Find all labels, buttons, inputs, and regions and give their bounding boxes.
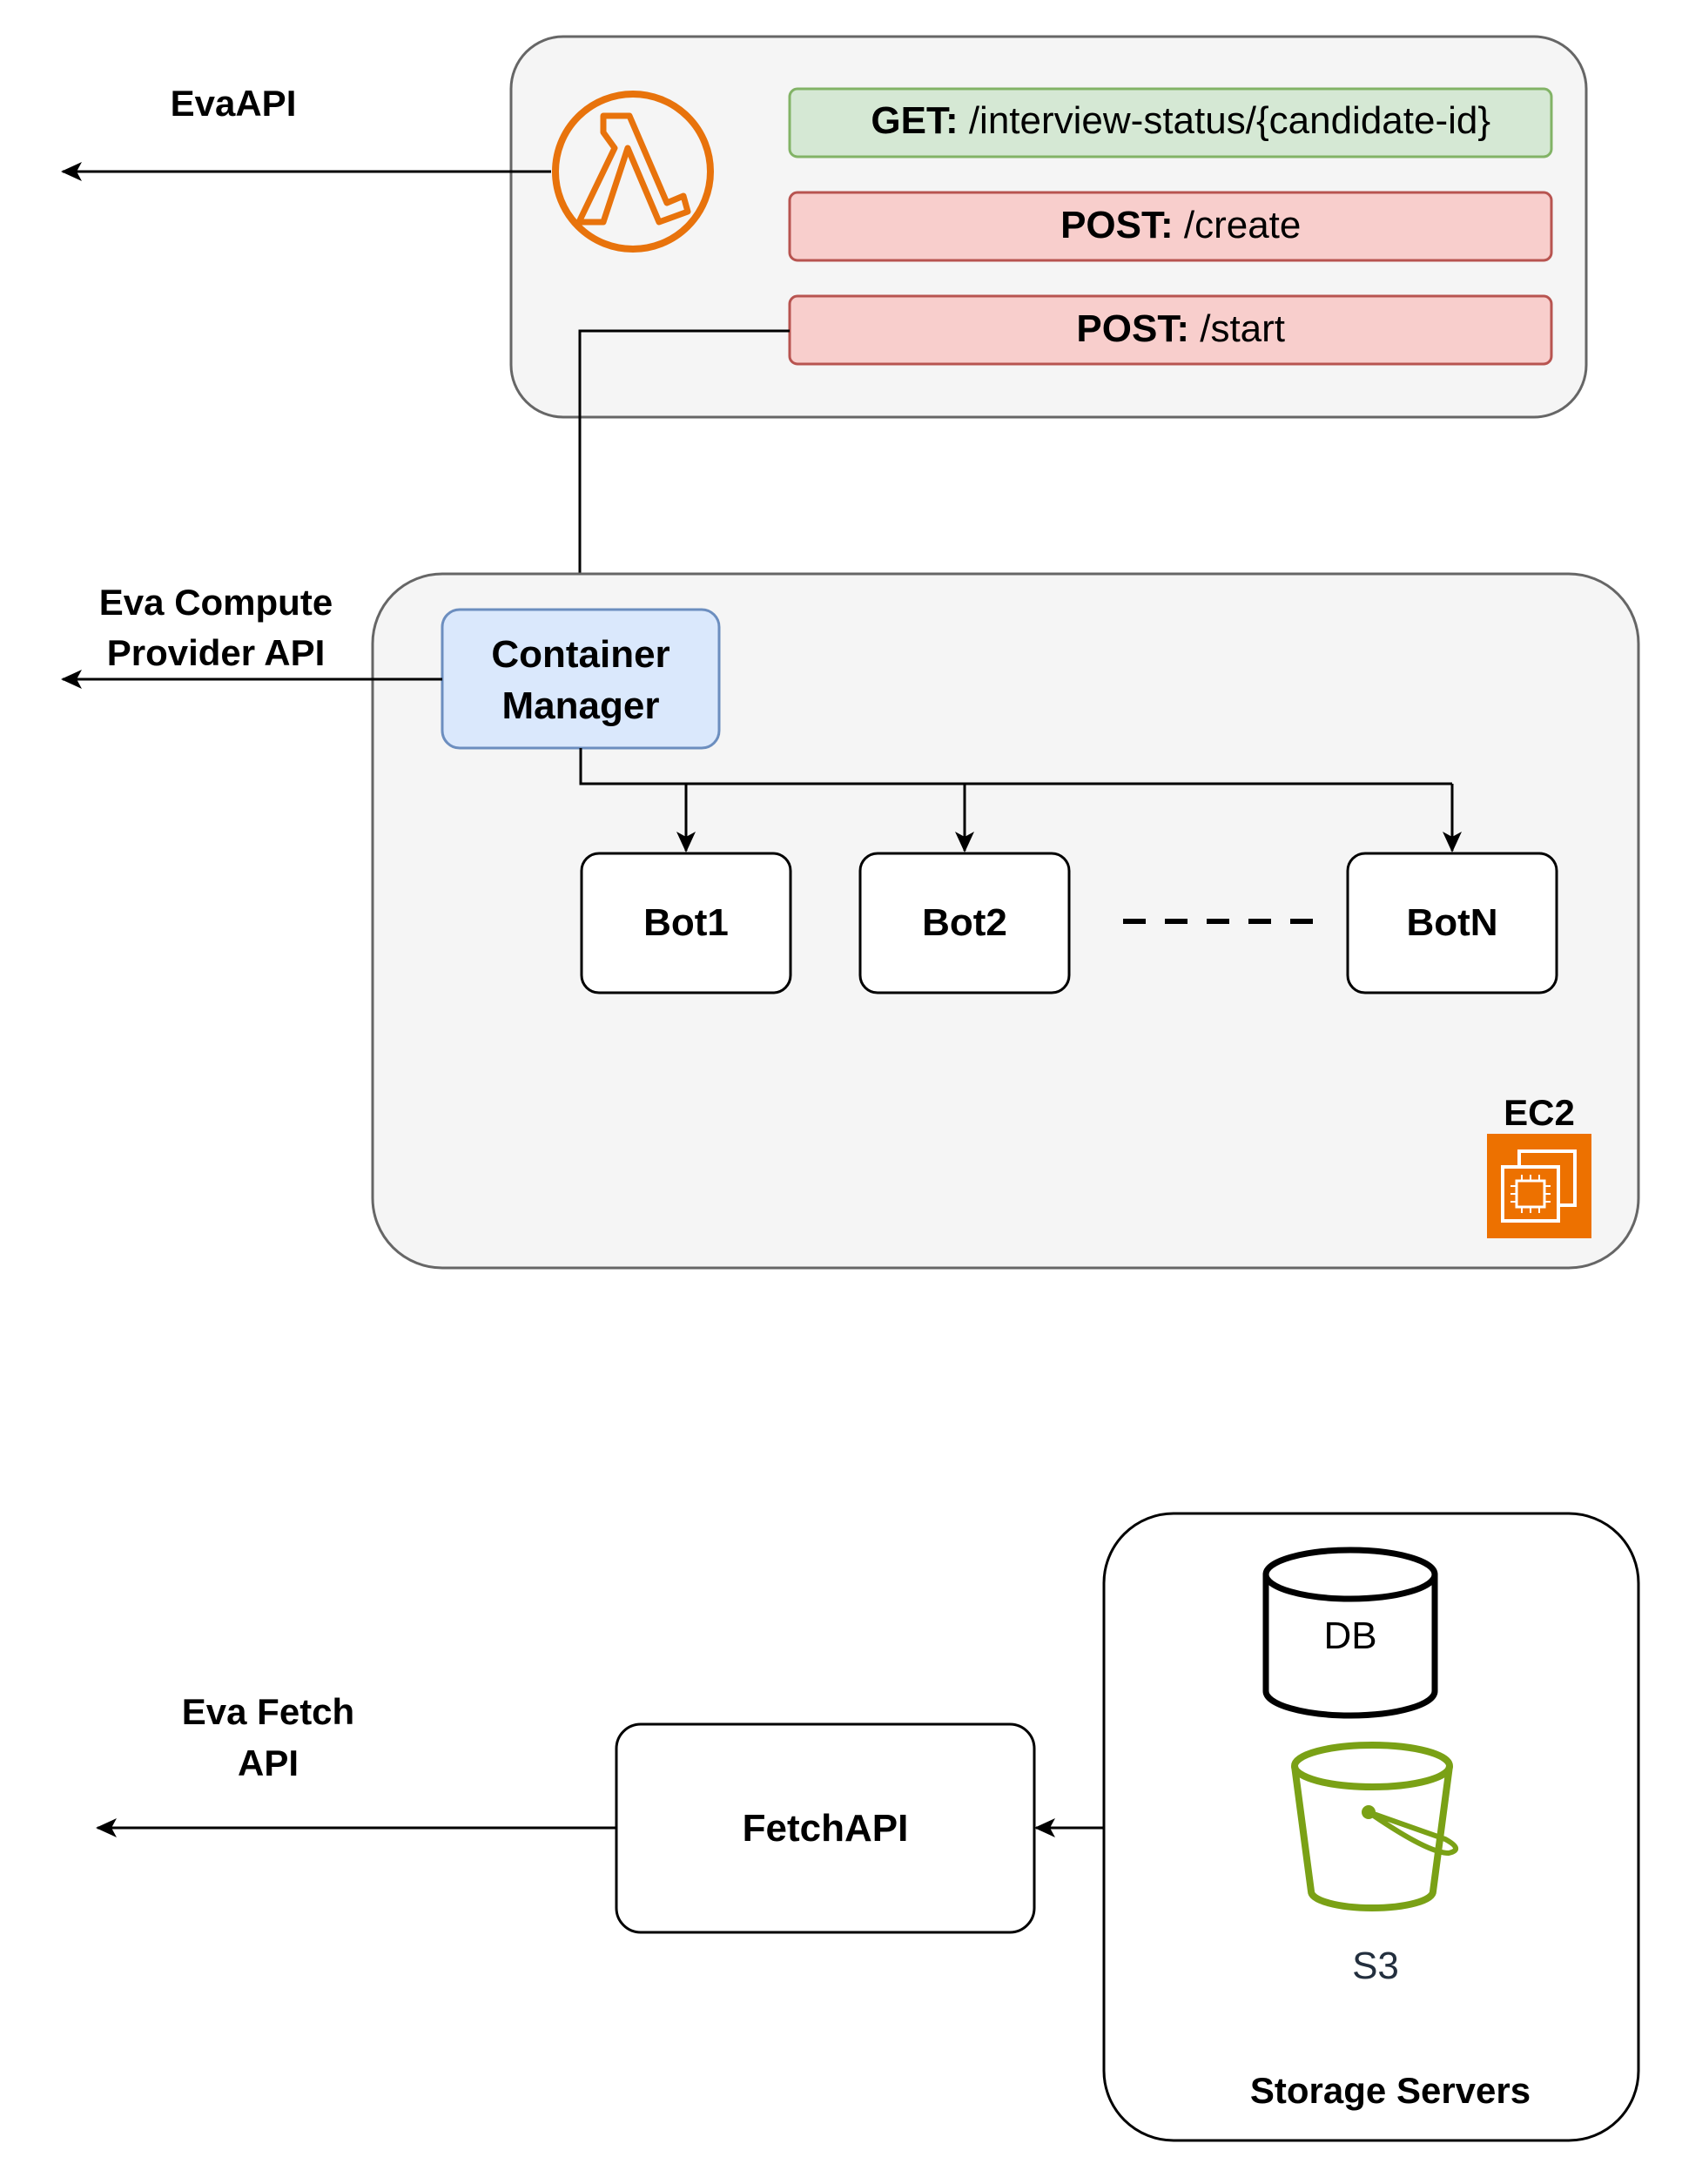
route-method: POST: [1060,204,1174,246]
svg-text:POST: /create: POST: /create [986,204,1354,246]
manager-to-bots-connector [579,748,1452,785]
container-manager-label-line2: Manager [502,684,660,727]
route-post-create[interactable]: POST: /create [788,191,1553,262]
route-post-start[interactable]: POST: /start [788,294,1553,366]
fetch-api-external-label-line1: Eva Fetch [182,1691,354,1732]
route-path: /start [1189,307,1285,350]
s3-label: S3 [1352,1945,1399,1987]
bot-label: Bot1 [643,901,729,944]
aws-lambda-icon [552,91,714,253]
db-label: DB [1323,1614,1376,1657]
container-manager-label-line1: Container [491,633,669,676]
bot1-node[interactable]: Bot1 [580,852,792,994]
database-cylinder-icon [1262,1547,1438,1719]
fetch-api-label: FetchAPI [743,1807,909,1850]
aws-ec2-icon [1487,1134,1591,1238]
route-path: /create [1174,204,1302,246]
storage-servers-label: Storage Servers [1250,2070,1531,2111]
container-manager-node[interactable]: Container Manager [441,608,721,750]
route-method: GET: [871,99,958,142]
s3-bucket-icon [1291,1742,1458,1911]
route-path: /interview-status/{candidate-id} [959,99,1490,142]
fetch-api-external-label-line2: API [238,1742,299,1783]
start-to-manager-connector [570,329,790,609]
compute-api-label-line2: Provider API [107,632,326,673]
svg-text:POST: /start: POST: /start [1002,307,1338,350]
compute-api-label-line1: Eva Compute [99,582,333,623]
route-method: POST: [1076,307,1189,350]
botn-node[interactable]: BotN [1346,852,1558,994]
ec2-label: EC2 [1504,1092,1575,1133]
route-get-interview-status[interactable]: GET: /interview-status/{candidate-id} [788,87,1553,158]
bot-label: Bot2 [922,901,1007,944]
bot-label: BotN [1406,901,1497,944]
bot2-node[interactable]: Bot2 [858,852,1071,994]
svg-text:GET: /interview-status/{candid: GET: /interview-status/{candidate-id} [797,99,1544,142]
fetch-api-node[interactable]: FetchAPI [615,1722,1036,1934]
eva-api-label: EvaAPI [171,83,297,124]
